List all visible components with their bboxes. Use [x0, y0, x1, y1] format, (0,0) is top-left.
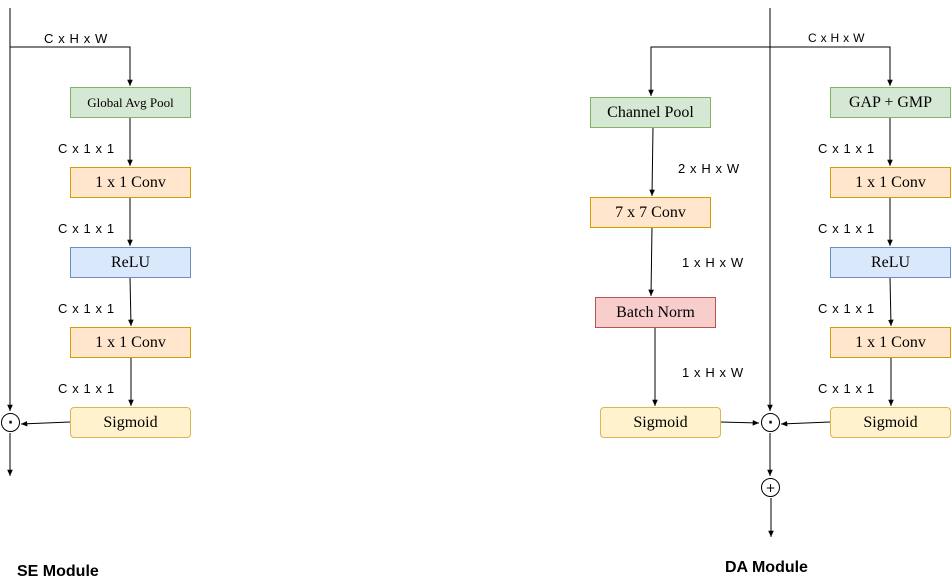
da-batch-norm-block: Batch Norm	[595, 297, 716, 328]
da-conv1-block: 1 x 1 Conv	[830, 167, 951, 198]
da-arrow-pool-conv7	[649, 126, 655, 197]
da-gap-out-label: C x 1 x 1	[818, 141, 875, 156]
da-gap-gmp-block: GAP + GMP	[830, 87, 951, 118]
da-channel-sigmoid-block: Sigmoid	[830, 407, 951, 438]
da-conv2-block: 1 x 1 Conv	[830, 327, 951, 358]
da-channel-pool-block: Channel Pool	[590, 97, 711, 128]
da-bn-out-label: 1 x H x W	[682, 365, 744, 380]
da-conv7-block: 7 x 7 Conv	[590, 197, 711, 228]
se-relu-out-label: C x 1 x 1	[58, 301, 115, 316]
da-branch-line-right	[770, 46, 893, 86]
se-multiply-icon: ·	[1, 413, 20, 432]
se-sigmoid-block: Sigmoid	[70, 407, 191, 438]
se-arrow-relu-conv2	[128, 276, 134, 327]
se-conv2-out-label: C x 1 x 1	[58, 381, 115, 396]
da-module-title: DA Module	[725, 559, 808, 576]
da-relu-block: ReLU	[830, 247, 951, 278]
da-arrow-sigmoid-mult	[780, 420, 831, 427]
se-branch-line	[10, 46, 133, 86]
da-conv1-out-label: C x 1 x 1	[818, 221, 875, 236]
se-global-avg-pool-block: Global Avg Pool	[70, 87, 191, 118]
da-conv7-out-label: 1 x H x W	[682, 255, 744, 270]
da-relu-out-label: C x 1 x 1	[818, 301, 875, 316]
da-spatial-sigmoid-block: Sigmoid	[600, 407, 721, 438]
se-module-title: SE Module	[17, 563, 99, 580]
se-conv1-out-label: C x 1 x 1	[58, 221, 115, 236]
da-input-label: C x H x W	[808, 31, 865, 45]
da-channel-pool-out-label: 2 x H x W	[678, 161, 740, 176]
se-conv1-block: 1 x 1 Conv	[70, 167, 191, 198]
se-arrow-sigmoid-mult	[20, 420, 71, 427]
se-relu-block: ReLU	[70, 247, 191, 278]
da-arrow-conv7-bn	[648, 226, 654, 297]
se-conv2-block: 1 x 1 Conv	[70, 327, 191, 358]
da-multiply-icon: ·	[761, 413, 780, 432]
se-input-label: C x H x W	[44, 31, 108, 46]
da-arrow-sigmoid-mult	[719, 420, 760, 426]
da-branch-line-left	[648, 46, 770, 96]
da-conv2-out-label: C x 1 x 1	[818, 381, 875, 396]
da-add-icon: +	[761, 478, 780, 497]
da-arrow-relu-conv2	[888, 276, 894, 327]
se-pool-out-label: C x 1 x 1	[58, 141, 115, 156]
